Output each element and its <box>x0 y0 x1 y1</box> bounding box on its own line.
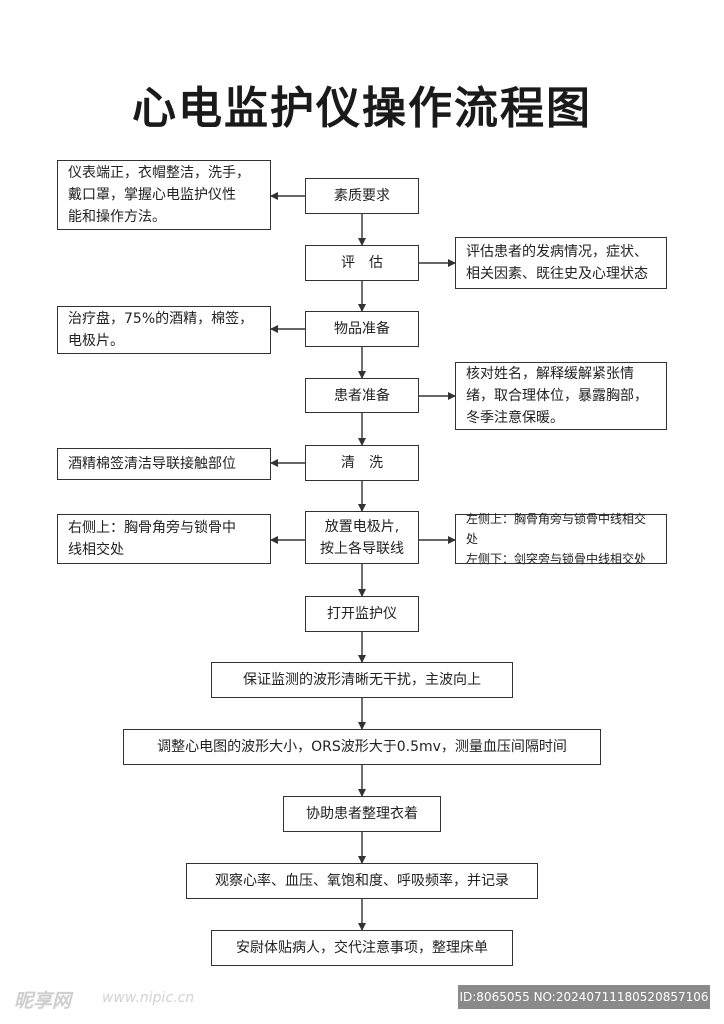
step-assessment: 评 估 <box>305 245 419 281</box>
page-title: 心电监护仪操作流程图 <box>132 83 592 134</box>
watermark-url: www.nipic.cn <box>102 990 195 1006</box>
step-patient-preparation: 患者准备 <box>305 378 419 413</box>
image-id-stamp: ID:8065055 NO:20240711180520857106 <box>458 985 710 1009</box>
step-quality-requirements: 素质要求 <box>305 178 419 214</box>
note-cleaning: 酒精棉签清洁导联接触部位 <box>57 448 271 480</box>
note-quality-requirements: 仪表端正，衣帽整洁，洗手， 戴口罩，掌握心电监护仪性 能和操作方法。 <box>57 160 271 230</box>
step-turn-on-monitor: 打开监护仪 <box>305 596 419 632</box>
note-left-electrodes: 左侧上：胸骨角旁与锁骨中线相交处 左侧下：剑突旁与锁骨中线相交处 <box>455 512 667 566</box>
watermark-brand: 昵享网 <box>14 990 72 1012</box>
step-observe-record: 观察心率、血压、氧饱和度、呼吸频率，并记录 <box>186 863 538 899</box>
step-supplies-preparation: 物品准备 <box>305 311 419 347</box>
step-adjust-waveform: 调整心电图的波形大小，ORS波形大于0.5mv，测量血压间隔时间 <box>123 729 601 765</box>
step-cleaning: 清 洗 <box>305 445 419 481</box>
note-right-electrode: 右侧上：胸骨角旁与锁骨中 线相交处 <box>57 514 271 564</box>
step-comfort-patient: 安尉体贴病人，交代注意事项，整理床单 <box>211 930 513 966</box>
note-patient-preparation: 核对姓名，解释缓解紧张情 绪，取合理体位，暴露胸部， 冬季注意保暖。 <box>455 362 667 430</box>
step-place-electrodes: 放置电极片, 按上各导联线 <box>305 511 419 564</box>
note-supplies: 治疗盘，75%的酒精，棉签， 电极片。 <box>57 306 271 354</box>
step-help-dress: 协助患者整理衣着 <box>283 796 441 832</box>
note-assessment: 评估患者的发病情况，症状、 相关因素、既往史及心理状态 <box>455 237 667 289</box>
step-ensure-waveform: 保证监测的波形清晰无干扰，主波向上 <box>211 662 513 698</box>
